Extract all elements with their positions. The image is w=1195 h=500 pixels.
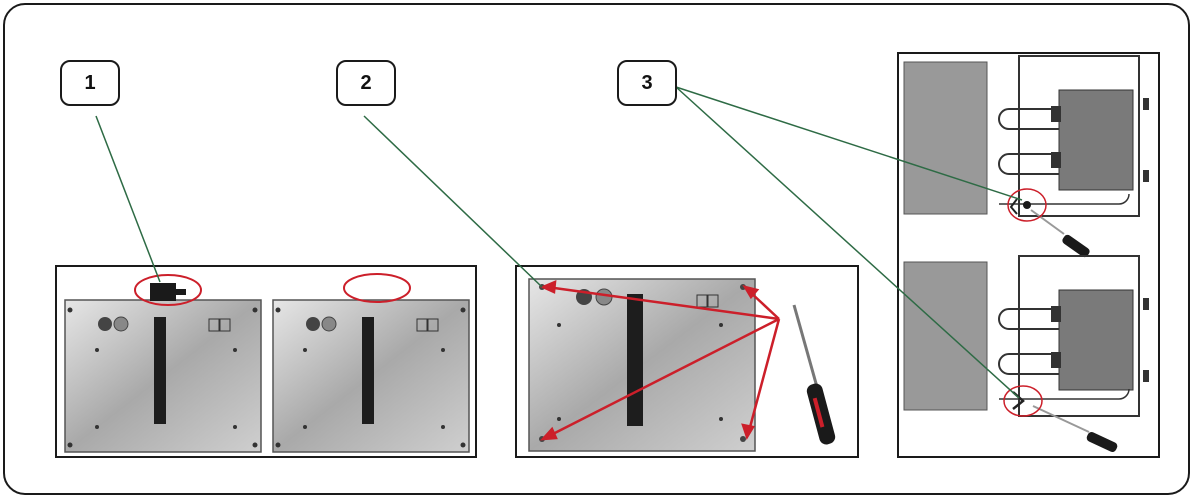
step-1-illustration (64, 273, 470, 453)
connector-plug (150, 283, 186, 301)
panel-step-1 (55, 265, 477, 458)
step-2-illustration (528, 278, 836, 452)
diagram-frame (3, 3, 1190, 495)
highlight-circle (134, 274, 202, 306)
screwdriver-icon (792, 304, 836, 445)
mounting-plate-right (272, 299, 470, 453)
panel-step-3 (897, 52, 1160, 458)
callout-step-3: 3 (617, 60, 677, 106)
assembly-bottom (903, 255, 1149, 452)
callout-label: 1 (84, 71, 96, 94)
mounting-plate-left (64, 299, 262, 453)
panel-step-2 (515, 265, 859, 458)
mounting-plate (528, 278, 756, 452)
assembly-top (903, 55, 1149, 258)
step-3-illustration (903, 55, 1149, 452)
callout-step-1: 1 (60, 60, 120, 106)
callout-label: 2 (360, 71, 372, 94)
callout-step-2: 2 (336, 60, 396, 106)
highlight-circle (343, 273, 411, 303)
callout-label: 3 (641, 71, 653, 94)
